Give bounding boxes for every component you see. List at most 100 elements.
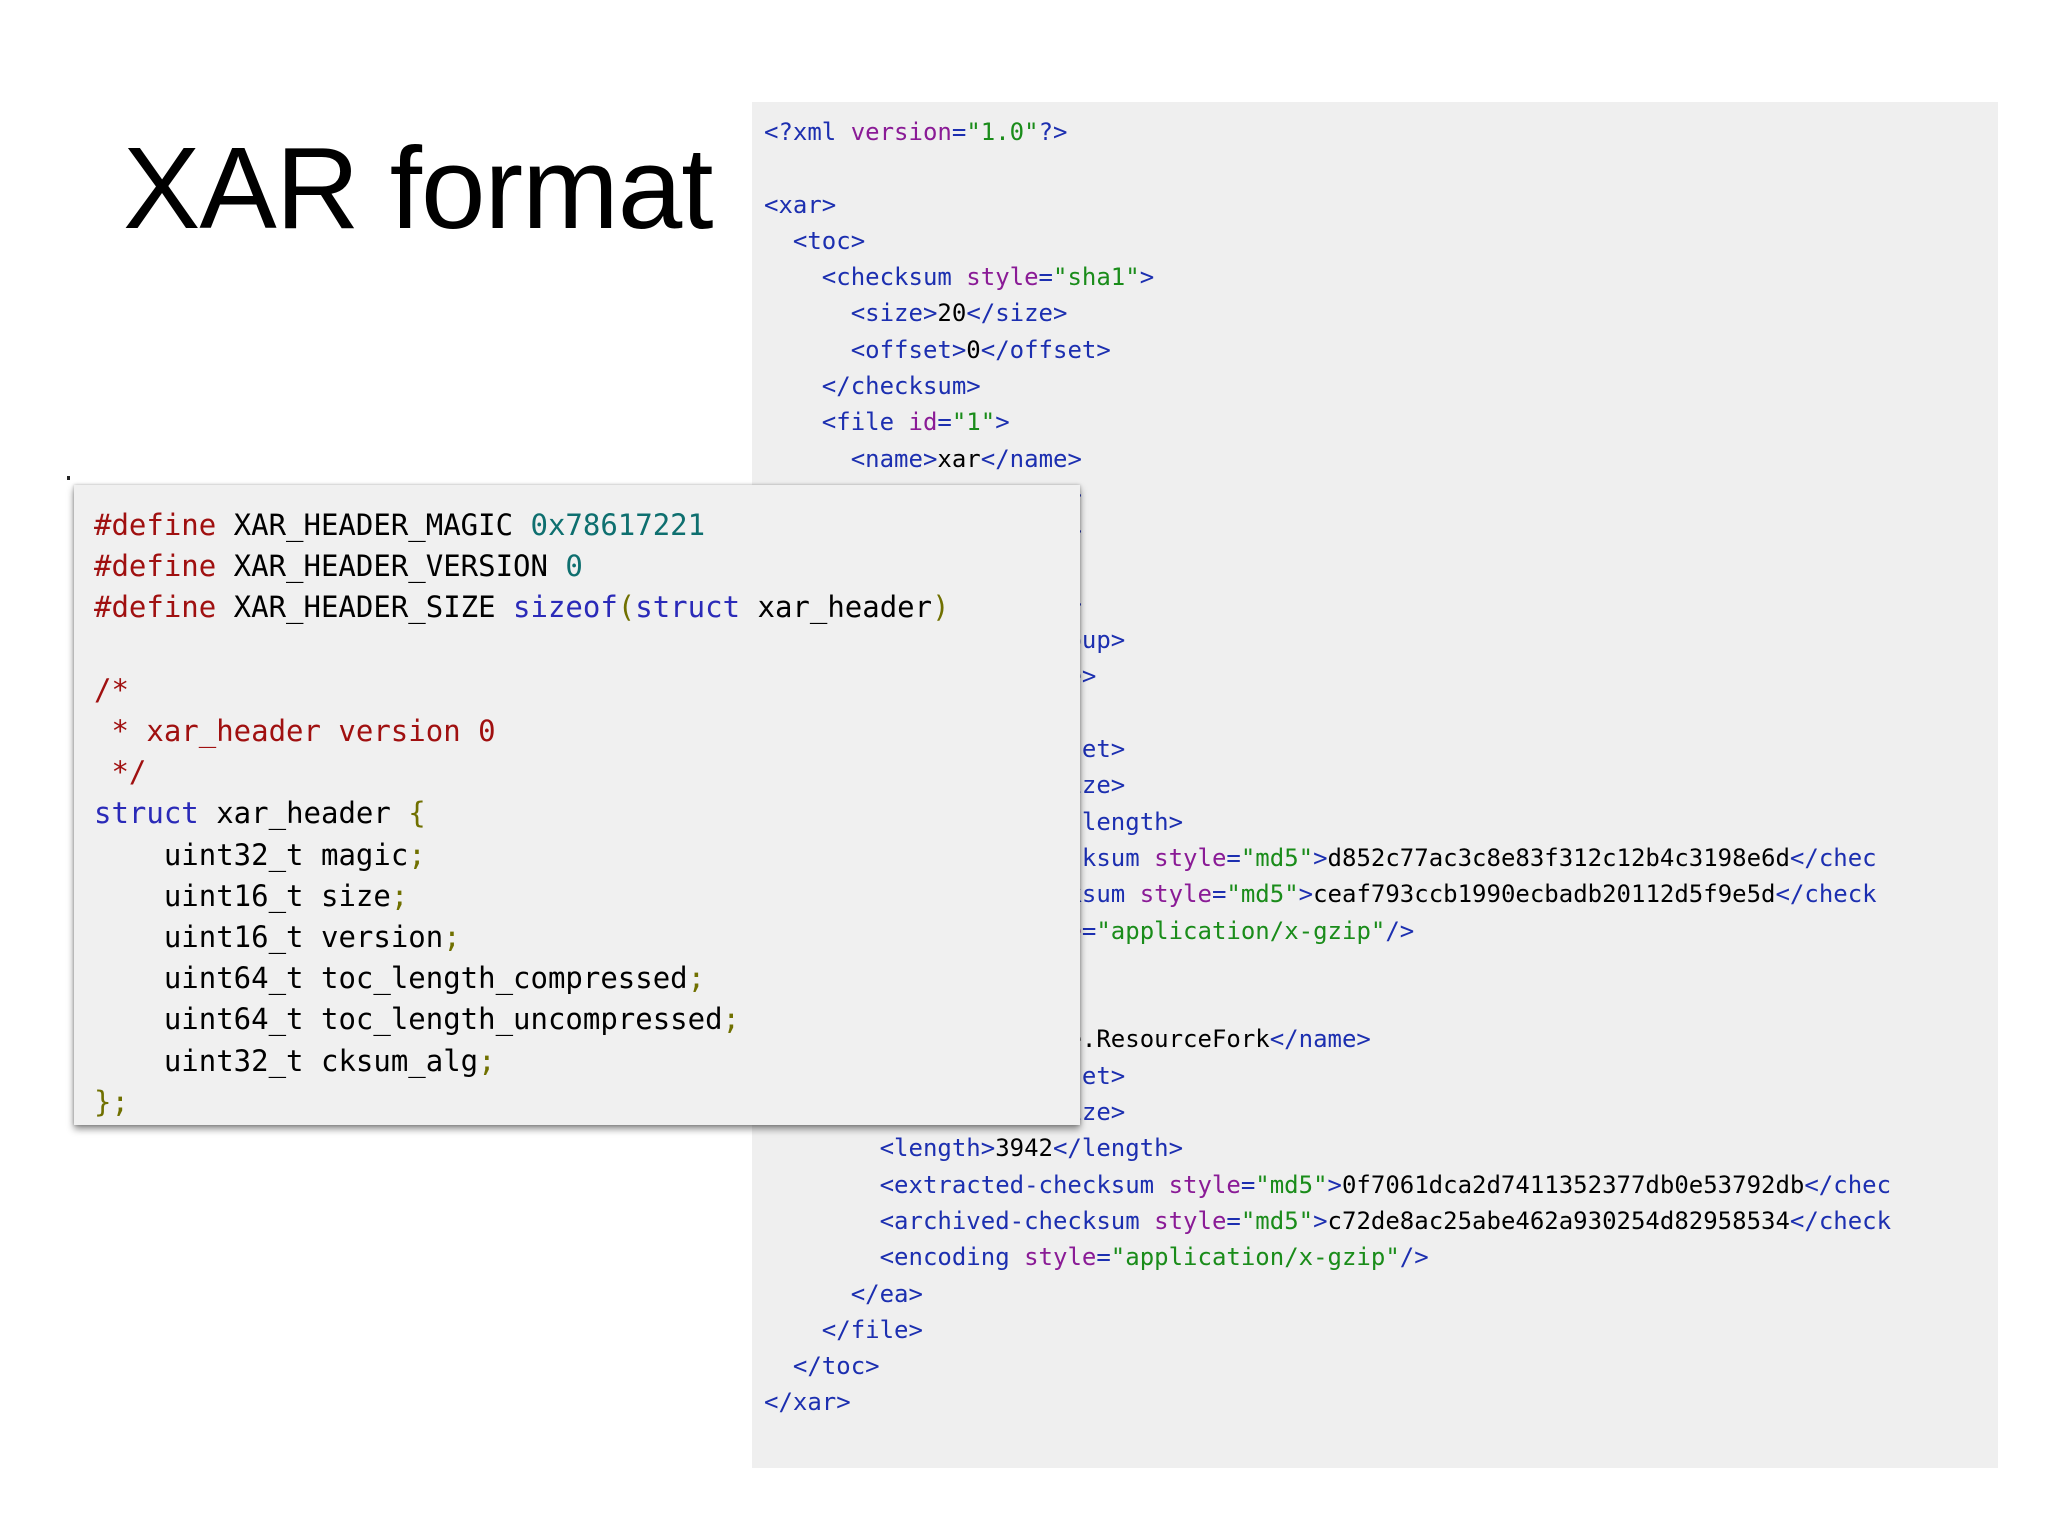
code-token: XAR_HEADER_SIZE	[216, 590, 514, 625]
code-token: </ea>	[850, 1279, 923, 1308]
code-token: d852c77ac3c8e83f312c12b4c3198e6d	[1327, 843, 1790, 872]
code-token: ;	[443, 920, 461, 955]
code-indent	[764, 372, 822, 400]
code-token: style	[966, 263, 1039, 292]
xml-line: <extracted-checksum style="md5">0f7061dc…	[764, 1171, 1891, 1199]
c-line: /*	[94, 673, 129, 707]
code-token: ;	[408, 837, 426, 872]
code-token: >	[1139, 263, 1155, 292]
code-token: <archived-checksum	[879, 1206, 1155, 1235]
code-token: XAR_HEADER_MAGIC	[216, 508, 531, 542]
code-token: ?>	[1038, 118, 1068, 146]
code-token: =	[1211, 880, 1227, 909]
code-token: ceaf793ccb1990ecbadb20112d5f9e5d	[1313, 880, 1776, 909]
code-token: 0	[565, 549, 583, 584]
code-indent	[764, 263, 822, 291]
code-token: "1.0"	[966, 118, 1039, 146]
code-token: =	[1226, 1206, 1241, 1235]
code-token: 0x78617221	[530, 508, 706, 542]
code-token: */	[94, 755, 147, 790]
code-token: 3942	[995, 1134, 1053, 1163]
code-token: "md5"	[1240, 1206, 1314, 1235]
code-token: "md5"	[1226, 880, 1299, 909]
xml-line: <file id="1">	[764, 408, 1010, 436]
code-token: uint64_t toc_length_compressed	[163, 961, 688, 996]
xml-line: </xar>	[764, 1388, 851, 1416]
code-token: </chec	[1789, 843, 1877, 872]
code-token: style	[1154, 1206, 1227, 1235]
c-line: uint64_t toc_length_compressed;	[94, 961, 705, 995]
code-token: * xar_header version 0	[94, 714, 496, 749]
c-line: */	[94, 755, 146, 789]
code-indent	[764, 1316, 822, 1344]
code-token: >	[1298, 880, 1314, 909]
code-token: 20	[937, 299, 967, 328]
code-token: uint32_t magic	[163, 837, 409, 872]
c-line: #define XAR_HEADER_VERSION 0	[94, 549, 583, 583]
code-token: >	[1313, 843, 1328, 872]
code-indent	[94, 1002, 164, 1036]
c-line: };	[94, 1085, 129, 1119]
code-token: c72de8ac25abe462a930254d82958534	[1327, 1206, 1790, 1235]
code-token: </check	[1789, 1206, 1892, 1235]
code-token: #define	[94, 549, 217, 584]
c-header-screenshot: #define XAR_HEADER_MAGIC 0x78617221 #def…	[74, 485, 1080, 1125]
code-token: (	[617, 590, 636, 625]
xml-line: </toc>	[764, 1352, 880, 1380]
code-token: xar_header	[740, 590, 933, 625]
c-line: uint16_t version;	[94, 920, 461, 954]
code-token: uint16_t version	[163, 920, 444, 955]
code-token: =	[1081, 916, 1097, 945]
code-indent	[764, 1280, 851, 1308]
code-token: 0	[966, 335, 981, 364]
code-token: )	[932, 590, 950, 625]
code-token: <offset>	[850, 335, 967, 364]
c-line: #define XAR_HEADER_SIZE sizeof(struct xa…	[94, 590, 950, 624]
code-token: </name>	[1269, 1025, 1371, 1054]
c-line: uint16_t size;	[94, 879, 408, 913]
code-token: </length>	[1052, 1134, 1184, 1163]
code-token: "md5"	[1255, 1170, 1328, 1199]
code-token: struct	[94, 796, 199, 831]
code-token: id	[908, 408, 938, 437]
xml-line: <offset>0</offset>	[764, 336, 1111, 364]
code-token: <size>	[850, 299, 938, 328]
xml-line: ecksum style="md5">ceaf793ccb1990ecbadb2…	[764, 880, 1877, 908]
code-token: ;	[687, 961, 706, 996]
code-token: =	[1038, 263, 1053, 292]
code-token: style	[1154, 843, 1227, 872]
code-token: =	[1226, 843, 1241, 872]
xml-line: </file>	[764, 1316, 923, 1344]
code-indent	[94, 920, 164, 954]
code-token: <checksum	[821, 263, 967, 292]
code-token: </name>	[980, 444, 1082, 473]
xml-line: <name>xar</name>	[764, 445, 1082, 473]
code-token: >	[1327, 1170, 1342, 1199]
c-line: #define XAR_HEADER_MAGIC 0x78617221	[94, 508, 705, 542]
code-token: };	[94, 1084, 129, 1119]
xml-line: hecksum style="md5">d852c77ac3c8e83f312c…	[764, 844, 1877, 872]
code-indent	[94, 838, 164, 872]
code-token: </checksum>	[821, 372, 981, 401]
code-token: <extracted-checksum	[879, 1170, 1169, 1199]
code-token: </xar>	[764, 1388, 851, 1417]
code-token: "application/x-gzip"	[1096, 916, 1386, 945]
c-line: uint32_t magic;	[94, 838, 426, 872]
code-indent	[764, 445, 851, 473]
xml-code-listing: <?xml version="1.0"?> <xar> <toc> <check…	[764, 114, 1891, 1421]
code-token: </offset>	[980, 335, 1111, 364]
xml-line: <xar>	[764, 191, 836, 219]
code-indent	[764, 336, 851, 364]
code-token: <xar>	[764, 190, 837, 219]
code-token: </toc>	[792, 1352, 880, 1381]
code-token: </file>	[821, 1315, 923, 1344]
code-indent	[764, 299, 851, 327]
code-indent	[764, 408, 822, 436]
code-token: />	[1399, 1243, 1429, 1272]
code-token: =	[937, 408, 952, 437]
code-token: uint64_t toc_length_uncompressed	[163, 1002, 723, 1037]
code-token: <encoding	[879, 1243, 1025, 1272]
code-token: <toc>	[792, 226, 866, 255]
code-indent	[94, 879, 164, 913]
code-token: =	[1240, 1170, 1256, 1199]
